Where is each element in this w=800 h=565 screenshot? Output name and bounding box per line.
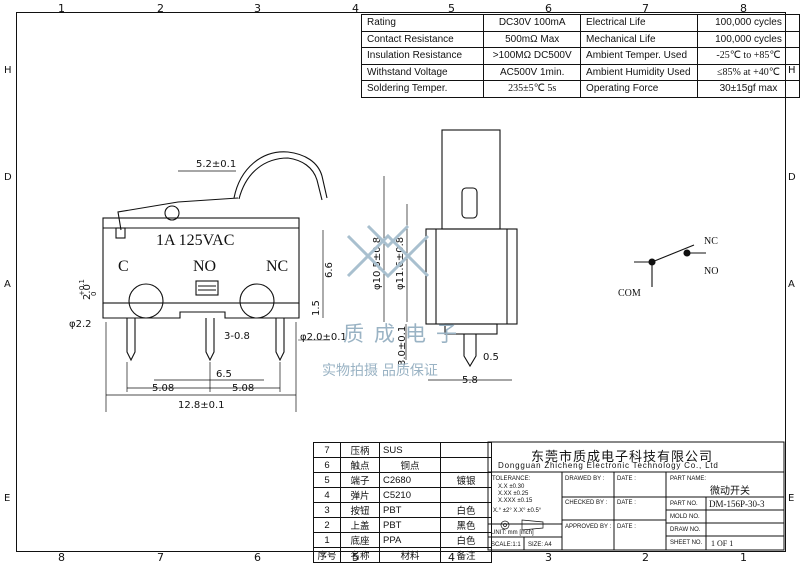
dim-5-8: 5.8 <box>462 375 478 386</box>
unit-label: UNIT: mm [inch] <box>491 530 534 536</box>
switch-body-outline <box>102 217 300 304</box>
zone-bottom-3: 3 <box>545 551 552 564</box>
tolerance-title: TOLERANCE: <box>492 476 531 482</box>
actuator-lever <box>117 197 239 231</box>
spec-row: Soldering Temper. 235±5℃ 5s Operating Fo… <box>360 80 800 98</box>
zone-top-7: 7 <box>642 2 649 15</box>
part-no-value: DM-156P-30-3 <box>709 499 765 509</box>
terminal-c-label: C <box>118 258 129 275</box>
zone-left-e: E <box>4 493 11 504</box>
sheet-no-label: SHEET NO. <box>670 540 703 546</box>
sheet-no-value: 1 OF 1 <box>711 539 734 548</box>
specification-table: Rating DC30V 100mA Electrical Life 100,0… <box>360 14 800 98</box>
dim-phi-2-2: φ2.2 <box>69 319 92 330</box>
bom-header-no: 序号 <box>313 547 341 563</box>
dim-phi-2-0: φ2.0±0.1 <box>300 332 347 343</box>
dim-6-5: 6.5 <box>216 369 232 380</box>
dim-5-08-left: 5.08 <box>152 383 175 394</box>
tolerance-2: X.XX ±0.25 <box>498 491 529 497</box>
terminal-no-label: NO <box>193 258 217 275</box>
bom-header-note: 备注 <box>440 547 492 563</box>
checked-by-label: CHECKED BY : <box>565 500 608 506</box>
approved-date-label: DATE : <box>617 524 636 530</box>
dim-0-5: 0.5 <box>483 352 499 363</box>
terminal-no <box>205 318 215 362</box>
rating-label: 1A 125VAC <box>156 232 235 249</box>
zone-bottom-8: 8 <box>58 551 65 564</box>
tolerance-1: X.X ±0.30 <box>498 484 525 490</box>
schematic-com-label: COM <box>618 288 641 299</box>
company-name-en: Dongguan Zhicheng Electronic Technology … <box>498 461 719 470</box>
checked-date-label: DATE : <box>617 500 636 506</box>
zone-right-d: D <box>788 172 796 183</box>
schematic-no-label: NO <box>704 266 719 277</box>
spec-label: Soldering Temper. <box>360 80 485 98</box>
zone-left-d: D <box>4 172 12 183</box>
part-no-label: PART NO. <box>670 501 698 507</box>
watermark-logo <box>346 224 430 279</box>
scale-label: SCALE:1:1 <box>491 542 521 548</box>
zone-bottom-6: 6 <box>254 551 261 564</box>
zone-top-6: 6 <box>545 2 552 15</box>
zone-top-4: 4 <box>352 2 359 15</box>
tolerance-angle: X.° ±2° X.X° ±0.5° <box>493 508 542 514</box>
zone-bottom-2: 2 <box>642 551 649 564</box>
approved-by-label: APPROVED BY : <box>565 524 612 530</box>
zone-left-h: H <box>4 65 12 76</box>
bom-header-material: 材料 <box>379 547 441 563</box>
dim-3-0-8: 3-0.8 <box>224 331 250 342</box>
zone-bottom-1: 1 <box>740 551 747 564</box>
zone-bottom-7: 7 <box>157 551 164 564</box>
spec-value-2: 30±15gf max <box>696 80 800 98</box>
bom-header-row: 序号名称材料备注 <box>313 547 492 563</box>
watermark-slogan: 实物拍摄 品质保证 <box>322 362 438 378</box>
draw-no-label: DRAW NO. <box>670 527 701 533</box>
mold-no-label: MOLD NO. <box>670 514 700 520</box>
dim-5-08-right: 5.08 <box>232 383 255 394</box>
dim-12-8: 12.8±0.1 <box>178 400 225 411</box>
zone-top-8: 8 <box>740 2 747 15</box>
drawn-date-label: DATE : <box>617 476 636 482</box>
zone-right-a: A <box>788 279 795 290</box>
zone-top-2: 2 <box>157 2 164 15</box>
terminal-nc-label: NC <box>266 258 289 275</box>
zone-top-1: 1 <box>58 2 65 15</box>
zone-top-3: 3 <box>254 2 261 15</box>
part-name-value: 微动开关 <box>710 486 750 497</box>
terminal-nc <box>275 318 285 362</box>
dim-5-2: 5.2±0.1 <box>196 159 237 170</box>
size-label: SIZE: A4 <box>528 542 552 548</box>
part-name-label: PART NAME: <box>670 476 707 482</box>
zone-top-5: 5 <box>448 2 455 15</box>
zone-right-e: E <box>788 493 795 504</box>
zone-left-a: A <box>4 279 11 290</box>
terminal-c <box>126 318 136 362</box>
tolerance-3: X.XXX ±0.15 <box>498 498 533 504</box>
schematic-nc-label: NC <box>704 236 718 247</box>
drawn-by-label: DRAWED BY : <box>565 476 605 482</box>
no-window <box>195 280 219 296</box>
watermark-brand: 质成电子 <box>343 323 467 346</box>
company-name-cn: 东莞市质成电子科技有限公司 <box>531 449 714 464</box>
